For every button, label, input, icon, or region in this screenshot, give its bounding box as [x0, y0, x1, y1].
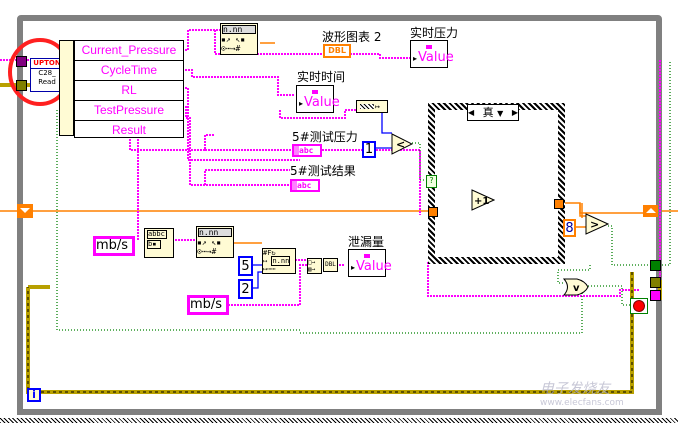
waveform-chart-terminal[interactable]: DBL [323, 44, 351, 58]
shift-register-left[interactable] [17, 204, 33, 218]
constant-five[interactable]: 5 [238, 256, 253, 276]
cluster-tunnel [650, 277, 661, 288]
format-into-string-node[interactable]: #F↻ ↦ n.nn ↦⋯⋯ [262, 248, 296, 274]
test-result-5-indicator[interactable]: abc [290, 179, 320, 192]
case-structure[interactable] [428, 103, 565, 264]
field-cycle-time[interactable]: CycleTime [75, 61, 183, 81]
unbundle-node[interactable] [59, 40, 74, 136]
case-selector[interactable]: ◀ 真 ▼ ▶ [467, 104, 519, 121]
bottom-edge-pattern [0, 418, 678, 423]
test-pressure-5-label: 5#测试压力 [292, 130, 358, 144]
field-current-pressure[interactable]: Current_Pressure [75, 41, 183, 61]
concatenate-strings-node[interactable]: abbc b▪ [144, 228, 174, 258]
to-dbl-node[interactable]: DBL [323, 258, 338, 272]
string-in-terminal[interactable] [16, 56, 27, 67]
field-test-pressure[interactable]: TestPressure [75, 101, 183, 121]
less-than-node[interactable]: < [391, 133, 413, 155]
unbundle-by-name[interactable]: Current_Pressure CycleTime RL TestPressu… [74, 40, 184, 138]
stop-condition-terminal[interactable] [630, 298, 648, 314]
realtime-pressure-indicator[interactable]: Value [410, 40, 454, 68]
constant-two[interactable]: 2 [238, 279, 253, 299]
field-result[interactable]: Result [111, 123, 146, 137]
or-node[interactable]: v [563, 278, 589, 296]
scan-string-node-2[interactable]: n.nn ▪↗ ↖▪⊙⋯→# [196, 226, 234, 258]
realtime-time-indicator[interactable]: Value [296, 85, 340, 113]
string-length-node[interactable]: ↦ [356, 100, 388, 113]
field-rl[interactable]: RL [75, 81, 183, 101]
iteration-terminal: i [27, 388, 41, 402]
increment-node[interactable]: +1 [471, 189, 495, 211]
integer-wires [253, 107, 392, 289]
case-next-icon[interactable]: ▶ [511, 108, 518, 117]
unit-string-constant-1[interactable]: mb/s [93, 236, 135, 256]
case-tunnel-out [554, 199, 564, 209]
upton-read-subvi[interactable]: UPTON C28_ Read [30, 58, 64, 92]
greater-than-node[interactable]: > [585, 213, 609, 235]
string-tunnel [650, 290, 661, 301]
boolean-tunnel [650, 260, 661, 271]
case-tunnel-in [428, 207, 438, 217]
test-result-5-label: 5#测试结果 [290, 164, 356, 178]
waveform-chart-label: 波形图表 2 [322, 30, 382, 44]
shift-register-right[interactable] [643, 205, 658, 217]
realtime-pressure-label: 实时压力 [410, 26, 459, 40]
svg-text:>: > [590, 218, 599, 231]
watermark: 电子发烧友 www.elecfans.com [540, 381, 624, 408]
cluster-in-terminal[interactable] [16, 80, 27, 91]
case-prev-icon[interactable]: ◀ [468, 108, 475, 117]
unit-string-constant-2[interactable]: mb/s [187, 295, 229, 315]
constant-one[interactable]: 1 [362, 141, 376, 158]
svg-text:<: < [396, 138, 405, 151]
scan-string-node-1[interactable]: n.nn ▪↗ ↖▪⊙⋯→# [220, 23, 258, 55]
leakage-indicator[interactable]: Value [348, 249, 392, 277]
case-selector-terminal[interactable]: ? [426, 175, 437, 188]
svg-text:+1: +1 [474, 196, 489, 207]
svg-text:v: v [573, 283, 580, 294]
build-array-node[interactable]: □→▨→ [307, 258, 322, 274]
constant-eight[interactable]: 8 [563, 219, 576, 237]
realtime-time-label: 实时时间 [297, 70, 346, 84]
test-pressure-5-indicator[interactable]: abc [292, 144, 322, 157]
leakage-label: 泄漏量 [348, 235, 385, 249]
case-dropdown-icon[interactable]: ▼ [497, 109, 504, 118]
